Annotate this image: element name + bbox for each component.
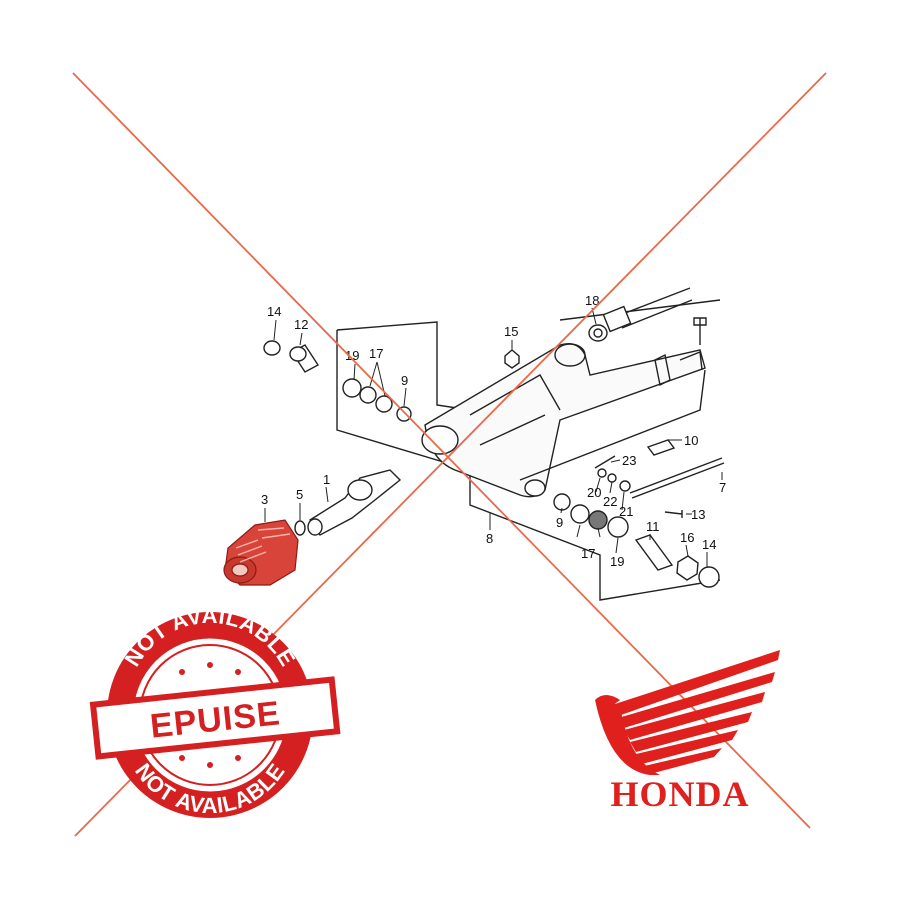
part-23-bolt [594, 455, 616, 469]
part-11-pivot-bolt [634, 534, 674, 571]
part-21-nut [619, 480, 631, 492]
part-9-collar-right [553, 493, 571, 511]
part-5-circlip [294, 520, 306, 536]
label-5: 5 [296, 487, 303, 502]
label-16: 16 [680, 530, 694, 545]
part-12-head [289, 346, 307, 362]
honda-wing-logo-icon [595, 650, 780, 775]
swingarm-crossbar [469, 369, 706, 481]
stamp-star-icons [179, 662, 241, 768]
stamp-banner: EPUISE [89, 676, 341, 760]
honda-wordmark: HONDA [611, 774, 750, 814]
part-3-boot-highlighted [223, 519, 299, 586]
stamp-star-icon [235, 669, 241, 675]
stamp-star-icon [207, 762, 213, 768]
label-14-right: 14 [702, 537, 716, 552]
stamp-banner-box [89, 676, 341, 760]
label-11: 11 [646, 519, 660, 534]
label-10: 10 [684, 433, 698, 448]
label-17-left: 17 [369, 346, 383, 361]
part-17-bearing-left-a [359, 386, 377, 404]
part-14-cap-left [263, 340, 281, 356]
part-3-boot-ribs [235, 527, 291, 563]
part-17-bearing-right-b [588, 510, 608, 530]
label-14-left: 14 [267, 304, 281, 319]
part-3-boot-opening [231, 563, 249, 577]
part-1-yoke [347, 479, 373, 501]
part-18-seal [588, 324, 608, 342]
not-available-stamp: NOT AVAILABLE NOT AVAILABLE EPUISE [89, 603, 341, 818]
top-bolt [693, 317, 707, 345]
label-8: 8 [486, 531, 493, 546]
label-19-left: 19 [345, 348, 359, 363]
part-19-seal-left [342, 378, 362, 398]
leader-lines [264, 307, 723, 568]
part-18-seal-inner [593, 328, 603, 338]
part-7-rod [629, 457, 725, 499]
label-15: 15 [504, 324, 518, 339]
part-number-labels: 14 12 19 17 9 15 18 10 23 7 20 22 21 13 … [261, 293, 726, 569]
stamp-star-icon [235, 755, 241, 761]
label-21: 21 [619, 504, 633, 519]
drive-shaft-spline [602, 305, 632, 333]
label-18: 18 [585, 293, 599, 308]
part-1-end [307, 518, 323, 536]
label-3: 3 [261, 492, 268, 507]
label-20: 20 [587, 485, 601, 500]
label-17-right: 17 [581, 546, 595, 561]
part-14-cap-right [698, 566, 720, 588]
part-17-bearing-left-b [375, 395, 393, 413]
label-19-right: 19 [610, 554, 624, 569]
part-19-seal-right [607, 516, 629, 538]
stamp-star-icon [179, 669, 185, 675]
label-9-left: 9 [401, 373, 408, 388]
label-13: 13 [691, 507, 705, 522]
part-17-bearing-right-a [570, 504, 590, 524]
pivot-tube-right [524, 479, 546, 497]
label-22: 22 [603, 494, 617, 509]
part-10-plate [646, 439, 676, 456]
label-1: 1 [323, 472, 330, 487]
stamp-star-icon [179, 755, 185, 761]
label-23: 23 [622, 453, 636, 468]
pivot-tube-left [421, 425, 459, 455]
part-22-washer [607, 473, 617, 483]
part-15-nut [504, 349, 520, 369]
label-9-right: 9 [556, 515, 563, 530]
label-7: 7 [719, 480, 726, 495]
stamp-star-icon [207, 662, 213, 668]
drive-shaft [619, 287, 693, 329]
part-9-collar-left [396, 406, 412, 422]
part-13-bolt [664, 510, 683, 518]
part-16-nut [676, 555, 699, 581]
part-20-washer [597, 468, 607, 478]
shock-mount [654, 351, 703, 387]
final-drive-flange [554, 343, 586, 367]
label-12: 12 [294, 317, 308, 332]
swingarm-body [424, 343, 706, 498]
swingarm-diagram [263, 287, 725, 601]
